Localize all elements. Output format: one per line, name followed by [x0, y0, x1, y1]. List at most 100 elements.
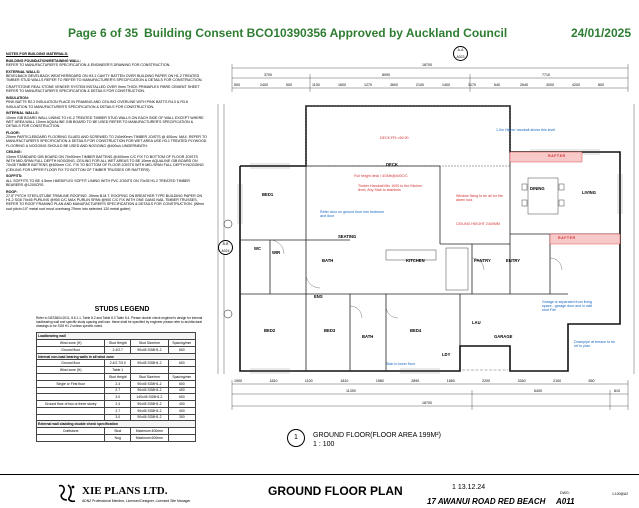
room-bed3: BED3 [324, 328, 336, 333]
dimension-value: 2100 [553, 379, 562, 383]
notes-section-heading: BUILDING FOUNDATION/RETAINING WALL: [6, 58, 81, 63]
site-address: 17 AWANUI ROAD RED BEACH [427, 497, 546, 506]
room-garage: GARAGE [494, 334, 513, 339]
dining-table [521, 177, 565, 215]
studs-cell: 90x45 SG8H1.2 [130, 413, 169, 422]
studs-cell: 90x45 SG8H1.2 [130, 379, 169, 388]
overall-width-bottom: 18700 [422, 401, 432, 405]
building-materials-notes: NOTES FOR BUILDING MATERIALS: BUILDING F… [6, 52, 208, 211]
room-bed1: BED1 [262, 192, 274, 197]
studs-cell: Ground floor of two or three storey [35, 400, 106, 408]
studs-cell [35, 386, 106, 395]
room-dining: DINING [530, 186, 545, 191]
studs-cell: 400 [167, 400, 197, 408]
studs-cell: 90x45 SG8H1.2 [130, 386, 169, 395]
room-bath-2: BATH [322, 258, 334, 263]
studs-row: Loadbearing wall [36, 332, 196, 341]
section-marker-a: A-A A023 [453, 46, 468, 61]
room-wc: WC [254, 246, 261, 251]
room-kitchen: KITCHEN [406, 258, 425, 263]
dimension-value: 1400 [442, 83, 450, 87]
studs-cell: 600 [167, 393, 197, 402]
studs-cell: 90x45 SG8H1.2 [130, 406, 169, 415]
studs-cell [167, 427, 197, 435]
studs-cell [167, 433, 197, 442]
room-seating: SEATING [338, 234, 357, 239]
studs-cell: 90x45 SG8H1.2 [130, 345, 169, 354]
dimension-value: 2100 [416, 83, 424, 87]
company-name: XIE PLANS LTD. [82, 485, 168, 497]
studs-cell: Stud [104, 427, 132, 435]
studs-row: External wall cladding double check spec… [36, 420, 196, 429]
room-ldy: LDY [442, 352, 451, 357]
studs-cell: 400 [167, 386, 197, 395]
studs-cell: Wind zone (H) [35, 366, 106, 374]
studs-cell: Stud Size/mm [130, 373, 169, 381]
studs-cell: 600 [167, 345, 197, 354]
studs-cell: 140x45 SG8H1.2 [130, 393, 169, 402]
deck-ffl-tag: DECK FFL=69.90 [380, 136, 409, 140]
room-deck: DECK [386, 162, 398, 167]
studs-cell: 90x45 SG8H1.2 [130, 359, 169, 368]
dimension-value: 3000 [546, 83, 554, 87]
dimension-value: 1270 [364, 83, 372, 87]
sheet-title: GROUND FLOOR PLAN [268, 484, 403, 498]
room-entry: ENTRY [506, 258, 521, 263]
drawing-scale: 1 : 100 [313, 441, 335, 448]
dimension-value: 1600 [338, 83, 346, 87]
studs-cell: Stud Size/mm [130, 339, 169, 347]
notes-section-heading: EXTERNAL WALLS: [6, 69, 41, 74]
notes-section-body: 10mm GIB BOARD WALL LINING TO H1.2 TREAT… [6, 115, 204, 129]
ceiling-height-tag: CEILING HEIGHT 2400MM [456, 222, 500, 226]
garage-separation-note: Garage is separated from living space - … [542, 300, 593, 312]
studs-group-label: Internal non-load bearing walls in all w… [36, 352, 196, 361]
studs-cell [167, 366, 197, 374]
room-bed4: BED4 [410, 328, 422, 333]
section-marker-b-sheet: A024 [221, 248, 230, 253]
revision: 1 13.12.24 [452, 484, 486, 491]
studs-legend: STUDS LEGEND Refer to NZS3604:2011, 8.5.… [6, 306, 208, 442]
dimension-value: 4200 [572, 83, 580, 87]
notes-section-body: BEVELBACK BEVELBACK WEATHERBOARD ON H3.1… [6, 73, 203, 83]
dimension-value: 1980 [375, 379, 384, 383]
xie-plans-logo-icon [58, 484, 76, 503]
studs-cell: Ground floor [35, 345, 106, 354]
dimension-value: 2200 [482, 379, 491, 383]
studs-cell [35, 406, 106, 415]
studs-title: STUDS LEGEND [94, 306, 150, 313]
room-ens: ENS [314, 294, 323, 299]
studs-cell [130, 366, 169, 374]
dimension-value: 1100 [312, 83, 320, 87]
studs-cell [35, 373, 106, 381]
room-lau: LAU [472, 320, 481, 325]
studs-cell: Spacing/mm [167, 373, 197, 381]
notes-section-body: 13mm STANDARD GIB BOARD ON 70x90mm TIMBE… [6, 154, 204, 172]
studs-cell: 90x45 SG8H1.2 [130, 400, 169, 408]
studs-cell: 2.4/2.7 [104, 345, 132, 354]
studs-cell: 2.7 [104, 386, 132, 395]
top-dimension-lines [231, 64, 629, 92]
studs-cell: Single or First floor [35, 379, 106, 388]
dimension-value: 7710 [542, 73, 550, 77]
studs-cell: Stud Height [104, 373, 132, 381]
floor-plan-drawing [217, 64, 635, 410]
room-wir: WIR [272, 250, 281, 255]
door-note: Refer door on ground floor into bedroom … [320, 210, 385, 218]
drawing-number: A011 [556, 497, 575, 506]
studs-cell [35, 393, 106, 402]
studs-cell: Spacing/mm [167, 339, 197, 347]
studs-group-label: External wall cladding double check spec… [36, 420, 196, 429]
studs-cell: 2.4/2.7/3.0 [104, 359, 132, 368]
notes-section-heading: CEILING: [6, 150, 22, 155]
notes-section-heading: INSULATION: [6, 95, 29, 100]
studs-cell: Ground floor [35, 359, 106, 368]
drawing-number-label: DWG: [560, 491, 570, 495]
